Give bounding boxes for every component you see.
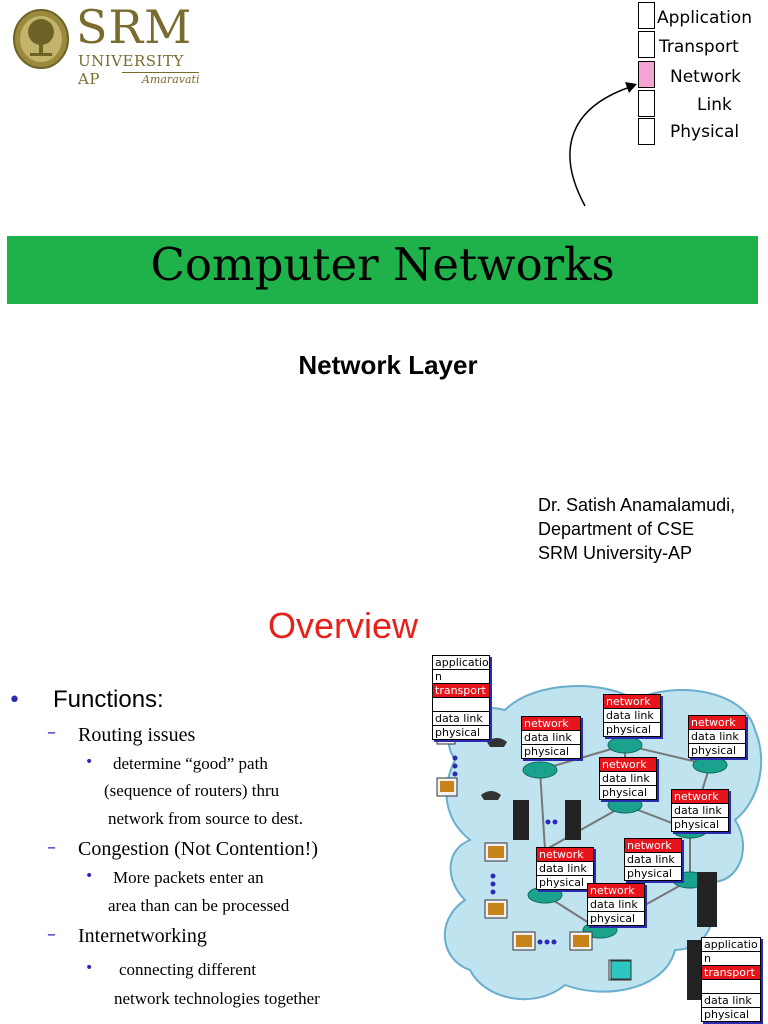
- stack-row: network: [522, 717, 580, 731]
- list-item-detail: determine “good” path: [113, 754, 268, 773]
- stack-row: applicatio: [702, 938, 760, 952]
- stack-row: physical: [539, 876, 585, 889]
- stack-row: data link: [600, 772, 656, 786]
- bullet-marker: •: [85, 868, 94, 884]
- stack-row: transport: [433, 684, 489, 698]
- router-stack: network data link physical: [587, 883, 645, 926]
- stack-row: data link: [522, 731, 580, 745]
- router-stack: network data link physical: [624, 838, 682, 881]
- list-item-detail: connecting different: [119, 960, 257, 979]
- page-title: Computer Networks: [150, 238, 615, 291]
- stack-row: transport: [702, 966, 760, 980]
- stack-box-transport: [638, 31, 655, 58]
- router-stack: network data link physical: [521, 716, 581, 759]
- stack-row: data link: [689, 730, 745, 744]
- overview-heading: Overview: [268, 605, 419, 646]
- router-stack: network data link physical: [599, 757, 657, 800]
- subtitle: Network Layer: [298, 350, 478, 380]
- list-item-label: Routing issues: [78, 724, 196, 746]
- stack-row: physical: [590, 912, 636, 925]
- list-item-detail: More packets enter an: [113, 868, 264, 887]
- stack-label-application: Application: [657, 8, 752, 28]
- stack-row: data link: [672, 804, 728, 818]
- stack-label-physical: Physical: [670, 122, 740, 142]
- dash-marker: –: [47, 722, 56, 743]
- tree-emblem-icon: [13, 9, 69, 69]
- stack-row: physical: [435, 726, 481, 739]
- logo-wordmark: SRM: [76, 0, 193, 54]
- dash-marker: –: [47, 837, 56, 858]
- stack-box-physical: [638, 118, 655, 145]
- author-university: SRM University-AP: [538, 543, 693, 563]
- stack-row: [702, 980, 760, 994]
- dash-marker: –: [47, 924, 56, 945]
- stack-row: physical: [602, 786, 648, 799]
- list-item-label: Internetworking: [78, 925, 207, 947]
- stack-row: network: [625, 839, 681, 853]
- title-bar: Computer Networks: [7, 236, 758, 304]
- stack-row: network: [689, 716, 745, 730]
- stack-row: data link: [625, 853, 681, 867]
- stack-row: network: [600, 758, 656, 772]
- logo-city: Amaravati: [122, 72, 200, 86]
- list-item-detail: (sequence of routers) thru: [104, 781, 280, 800]
- router-stack: network data link physical: [536, 847, 594, 890]
- stack-row: network: [604, 695, 660, 709]
- stack-row: physical: [691, 744, 737, 757]
- stack-row: physical: [627, 867, 673, 880]
- pointer-arrow-icon: [569, 82, 637, 207]
- author-department: Department of CSE: [538, 519, 695, 539]
- stack-label-network: Network: [670, 67, 741, 87]
- stack-row: n: [702, 952, 760, 966]
- stack-box-application: [638, 2, 655, 29]
- stack-row: data link: [702, 994, 760, 1008]
- stack-label-link: Link: [697, 95, 732, 115]
- bullet-marker: •: [8, 688, 21, 713]
- list-item-detail: network technologies together: [114, 989, 320, 1008]
- stack-row: data link: [588, 898, 644, 912]
- stack-row: n: [433, 670, 489, 684]
- router-stack: network data link physical: [603, 694, 661, 737]
- bullet-marker: •: [85, 754, 94, 770]
- host-stack-right: applicatio n transport data link physica…: [701, 937, 761, 1022]
- stack-row: network: [588, 884, 644, 898]
- stack-row: [433, 698, 489, 712]
- logo-university: UNIVERSITY AP: [78, 52, 184, 88]
- host-stack-left: applicatio n transport data link physica…: [432, 655, 490, 740]
- stack-box-link: [638, 90, 655, 117]
- stack-row: physical: [674, 818, 720, 831]
- university-logo: SRM UNIVERSITY AP Amaravati: [10, 0, 200, 88]
- stack-box-network: [638, 61, 655, 88]
- stack-row: network: [672, 790, 728, 804]
- bullet-marker: •: [85, 960, 94, 976]
- functions-label: Functions:: [53, 686, 164, 713]
- stack-row: data link: [433, 712, 489, 726]
- router-stack: network data link physical: [671, 789, 729, 832]
- stack-row: applicatio: [433, 656, 489, 670]
- list-item-detail: network from source to dest.: [108, 809, 303, 828]
- stack-row: physical: [704, 1008, 750, 1021]
- stack-row: data link: [604, 709, 660, 723]
- author-name: Dr. Satish Anamalamudi,: [538, 495, 736, 515]
- list-item-label: Congestion (Not Contention!): [78, 838, 318, 860]
- network-diagram: applicatio n transport data link physica…: [425, 650, 768, 1024]
- stack-row: network: [537, 848, 593, 862]
- list-item-detail: area than can be processed: [108, 896, 290, 915]
- stack-row: data link: [537, 862, 593, 876]
- stack-row: physical: [524, 745, 570, 758]
- stack-row: physical: [606, 723, 652, 736]
- router-stack: network data link physical: [688, 715, 746, 758]
- stack-label-transport: Transport: [659, 37, 739, 57]
